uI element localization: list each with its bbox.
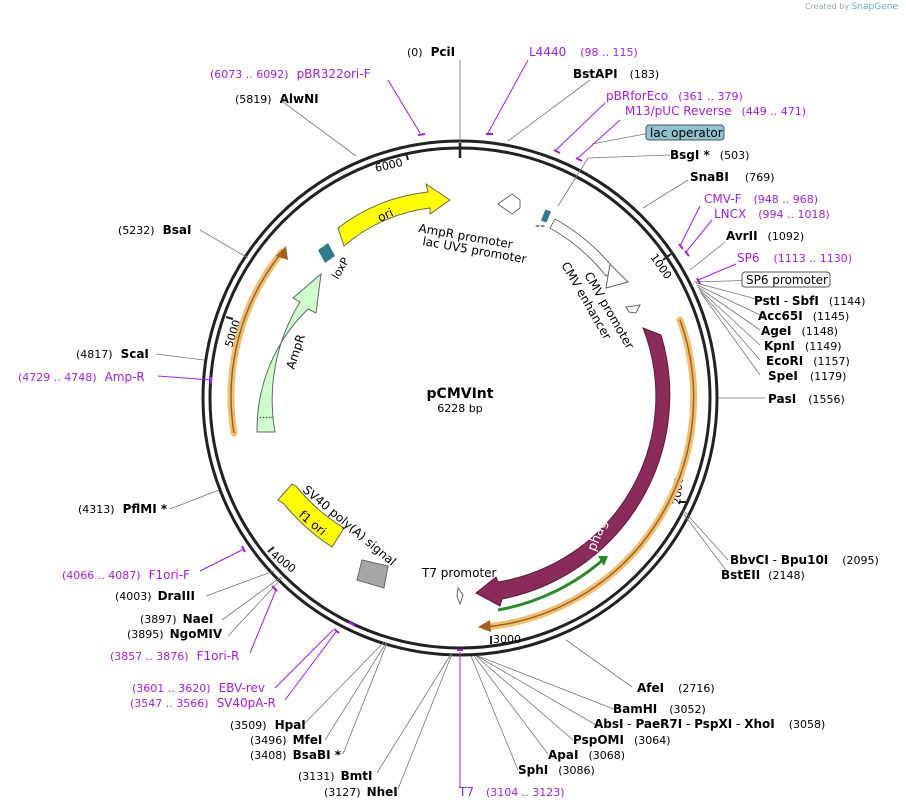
feature-cmv-enhancer xyxy=(549,218,616,277)
feature-ampr-promoter xyxy=(497,193,521,215)
enzyme-acc65i: Acc65I(1145) xyxy=(758,309,849,323)
label-ori: ori xyxy=(375,205,395,224)
tick-6000: 6000 xyxy=(374,152,409,175)
primer-ticks xyxy=(210,133,701,651)
enzyme-pcii: (0)PciI xyxy=(407,45,455,59)
primer-f1ori-f: (4066 .. 4087)F1ori-F xyxy=(62,568,190,582)
feature-cmv-promoter xyxy=(625,304,641,314)
enzyme-bsteii: BstEII(2148) xyxy=(721,568,805,582)
primer-f1ori-r: (3857 .. 3876)F1ori-R xyxy=(110,649,239,663)
enzyme-apai: ApaI(3068) xyxy=(548,748,625,762)
enzyme-bsabi: (3408)BsaBI * xyxy=(250,748,342,762)
ampr-dots: ..... xyxy=(259,411,273,421)
orf-arc-right-head xyxy=(478,620,491,632)
enzyme-snabi: SnaBI(769) xyxy=(690,170,775,184)
primer-m13: M13/pUC Reverse(449 .. 471) xyxy=(625,104,806,118)
enzyme-absi: AbsI - PaeR7I - PspXI - XhoI(3058) xyxy=(594,717,825,731)
enzyme-agei: AgeI(1148) xyxy=(761,324,838,338)
feature-ampr xyxy=(256,272,322,433)
enzyme-ecori: EcoRI(1157) xyxy=(766,354,850,368)
primer-amp-r: (4729 .. 4748)Amp-R xyxy=(18,370,145,384)
primer-sv40pa-r: (3547 .. 3566)SV40pA-R xyxy=(130,696,276,710)
enzyme-naei: (3897)NaeI xyxy=(140,612,213,626)
primer-labels: L4440(98 .. 115) pBRforEco(361 .. 379) M… xyxy=(18,45,852,799)
primer-lncx: LNCX(994 .. 1018) xyxy=(714,207,830,221)
enzyme-draiii: (4003)DraIII xyxy=(115,589,195,603)
enzyme-psti: PstI - SbfI(1144) xyxy=(754,294,865,308)
tick-1000: 1000 xyxy=(648,251,675,281)
feature-loxp xyxy=(318,243,335,263)
enzyme-pspomi: PspOMI(3064) xyxy=(573,733,671,747)
green-arc xyxy=(497,556,606,612)
lac-operator-label: lac operator xyxy=(650,126,723,140)
orf-arc-left-head xyxy=(276,246,288,260)
enzyme-bamhi: BamHI(3052) xyxy=(613,702,706,716)
enzyme-bmti: (3131)BmtI xyxy=(298,769,372,783)
sp6-promoter-label: SP6 promoter xyxy=(746,273,828,287)
primer-pbrforeco: pBRforEco(361 .. 379) xyxy=(606,89,743,103)
orf-arc-right-line xyxy=(484,319,695,628)
feature-cmv-enhancer-head xyxy=(605,262,629,289)
enzyme-alwni: (5819)AlwNI xyxy=(235,92,319,106)
sp6-promoter-box xyxy=(741,271,831,288)
plasmid-name: pCMVInt xyxy=(427,386,494,402)
enzyme-mfei: (3496)MfeI xyxy=(250,733,322,747)
primer-l4440: L4440(98 .. 115) xyxy=(529,45,638,59)
lac-operator-box xyxy=(645,124,725,141)
enzyme-scai: (4817)ScaI xyxy=(76,347,149,361)
feature-lac-operator-small xyxy=(540,209,552,223)
primer-leader-lines xyxy=(157,59,737,788)
orf-arc-left-line xyxy=(230,251,283,434)
enzyme-kpni: KpnI(1149) xyxy=(764,339,841,353)
feature-integrase xyxy=(475,327,671,607)
label-loxp: loxP xyxy=(329,255,352,281)
feature-t7-promoter xyxy=(456,586,464,606)
svg-text:3000: 3000 xyxy=(493,633,521,646)
primer-ebv-rev: (3601 .. 3620)EBV-rev xyxy=(132,681,265,695)
enzyme-spei: SpeI(1179) xyxy=(768,369,846,383)
enzyme-bsai: (5232)BsaI xyxy=(118,223,191,237)
enzyme-labels: (0)PciI BstAPI(183) BsgI *(503) SnaBI(76… xyxy=(76,45,879,799)
svg-text:1000: 1000 xyxy=(648,251,675,281)
enzyme-bbvci: BbvCI - Bpu10I(2095) xyxy=(730,553,879,567)
enzyme-hpai: (3509)HpaI xyxy=(230,718,306,732)
label-ampr: AmpR xyxy=(284,332,308,370)
leader-lines xyxy=(155,60,765,790)
enzyme-bstapi: BstAPI(183) xyxy=(573,67,659,81)
tick-3000: 3000 xyxy=(490,633,521,646)
primer-cmv-f: CMV-F(948 .. 968) xyxy=(704,192,818,206)
primer-pbr322ori-f: (6073 .. 6092)pBR322ori-F xyxy=(210,67,371,81)
primer-sp6: SP6(1113 .. 1130) xyxy=(737,251,852,265)
enzyme-pasi: PasI(1556) xyxy=(768,392,845,406)
feature-sv40 xyxy=(356,559,389,589)
enzyme-bsgi: BsgI *(503) xyxy=(670,148,749,162)
feature-lac-marks: ≈≈ xyxy=(535,223,545,230)
enzyme-avrii: AvrII(1092) xyxy=(726,229,804,243)
enzyme-ngomiv: (3895)NgoMIV xyxy=(127,627,223,641)
enzyme-nhei: (3127)NheI xyxy=(324,785,398,799)
green-arc-head xyxy=(598,556,608,566)
enzyme-pflmi: (4313)PflMI * xyxy=(78,502,168,516)
plasmid-size: 6228 bp xyxy=(437,402,482,415)
enzyme-sphi: SphI(3086) xyxy=(518,763,595,777)
label-t7-promoter: T7 promoter xyxy=(421,566,497,580)
primer-t7: T7(3104 .. 3123) xyxy=(458,785,565,799)
feature-ori xyxy=(337,182,451,247)
snapgene-credit: Created by SnapGene xyxy=(805,2,898,12)
enzyme-afei: AfeI(2716) xyxy=(637,681,715,695)
feature-f1-ori xyxy=(277,483,345,548)
svg-text:6000: 6000 xyxy=(374,156,404,175)
